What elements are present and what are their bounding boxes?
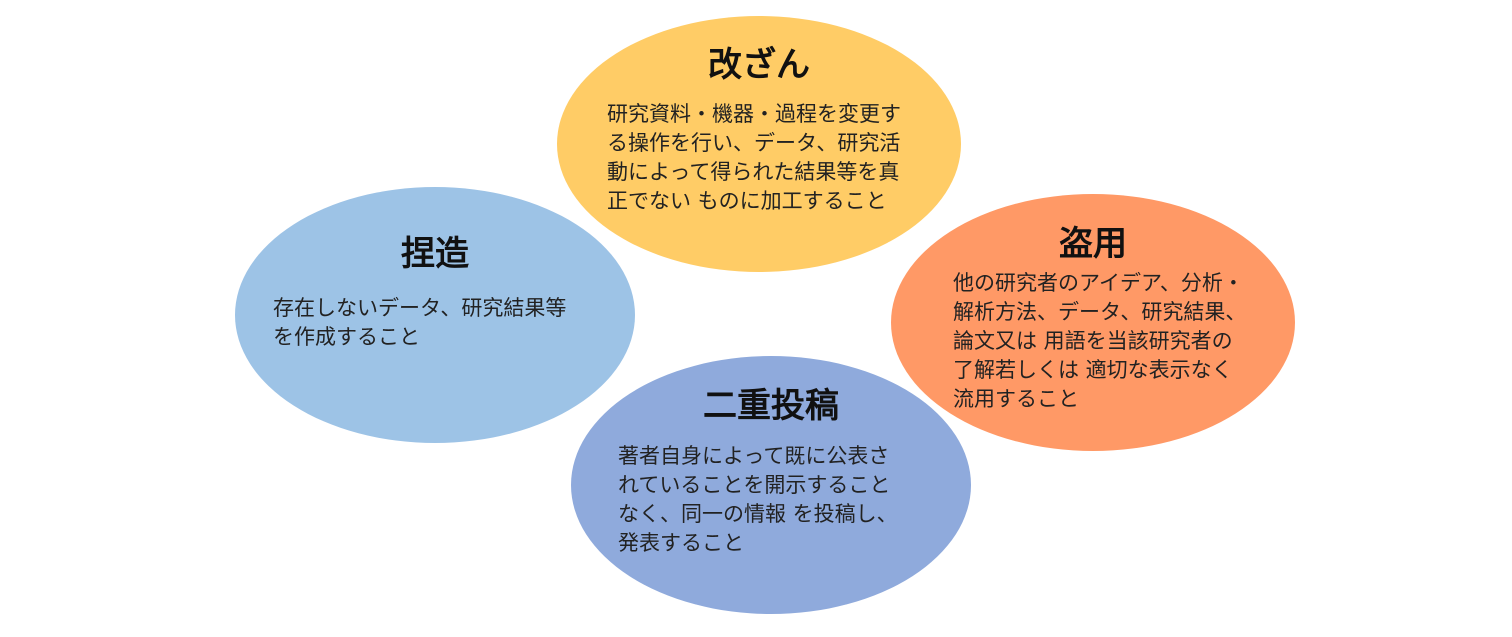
nijyu-line-3: なく、同一の情報 を投稿し、 (618, 502, 898, 526)
toyo-line-2: 解析方法、データ、研究結果、 (953, 300, 1247, 324)
toyo-ellipse (891, 194, 1295, 451)
kaizan-line-1: 研究資料・機器・過程を変更す (607, 102, 901, 126)
netsuzo-line-1: 存在しないデータ、研究結果等 (273, 296, 567, 320)
nijyu-title: 二重投稿 (703, 386, 839, 426)
netsuzo-line-2: を作成すること (273, 325, 420, 349)
kaizan-line-2: る操作を行い、データ、研究活 (607, 131, 901, 155)
netsuzo-title: 捏造 (401, 234, 469, 274)
toyo-title: 盗用 (1059, 224, 1127, 264)
toyo-line-1: 他の研究者のアイデア、分析・ (953, 271, 1244, 295)
netsuzo-description: 存在しないデータ、研究結果等 を作成すること (273, 294, 566, 352)
toyo-description: 他の研究者のアイデア、分析・ 解析方法、データ、研究結果、 論文又は 用語を当該… (953, 269, 1246, 414)
toyo-line-3: 論文又は 用語を当該研究者の (953, 329, 1233, 353)
nijyu-line-1: 著者自身によって既に公表さ (618, 444, 890, 468)
toyo-line-4: 了解若しくは 適切な表示なく (953, 358, 1233, 382)
kaizan-title: 改ざん (708, 45, 810, 85)
toyo-line-5: 流用すること (953, 387, 1079, 411)
nijyu-line-4: 発表すること (618, 531, 744, 555)
kaizan-line-3: 動によって得られた結果等を真 (607, 160, 900, 184)
kaizan-description: 研究資料・機器・過程を変更す る操作を行い、データ、研究活 動によって得られた結… (607, 100, 901, 216)
kaizan-ellipse (557, 16, 961, 272)
nijyu-description: 著者自身によって既に公表さ れていることを開示すること なく、同一の情報 を投稿… (618, 442, 898, 558)
nijyu-line-2: れていることを開示すること (618, 473, 891, 497)
nijyu-ellipse (571, 356, 971, 614)
kaizan-line-4: 正でない ものに加工すること (607, 189, 887, 213)
netsuzo-ellipse (235, 187, 635, 443)
